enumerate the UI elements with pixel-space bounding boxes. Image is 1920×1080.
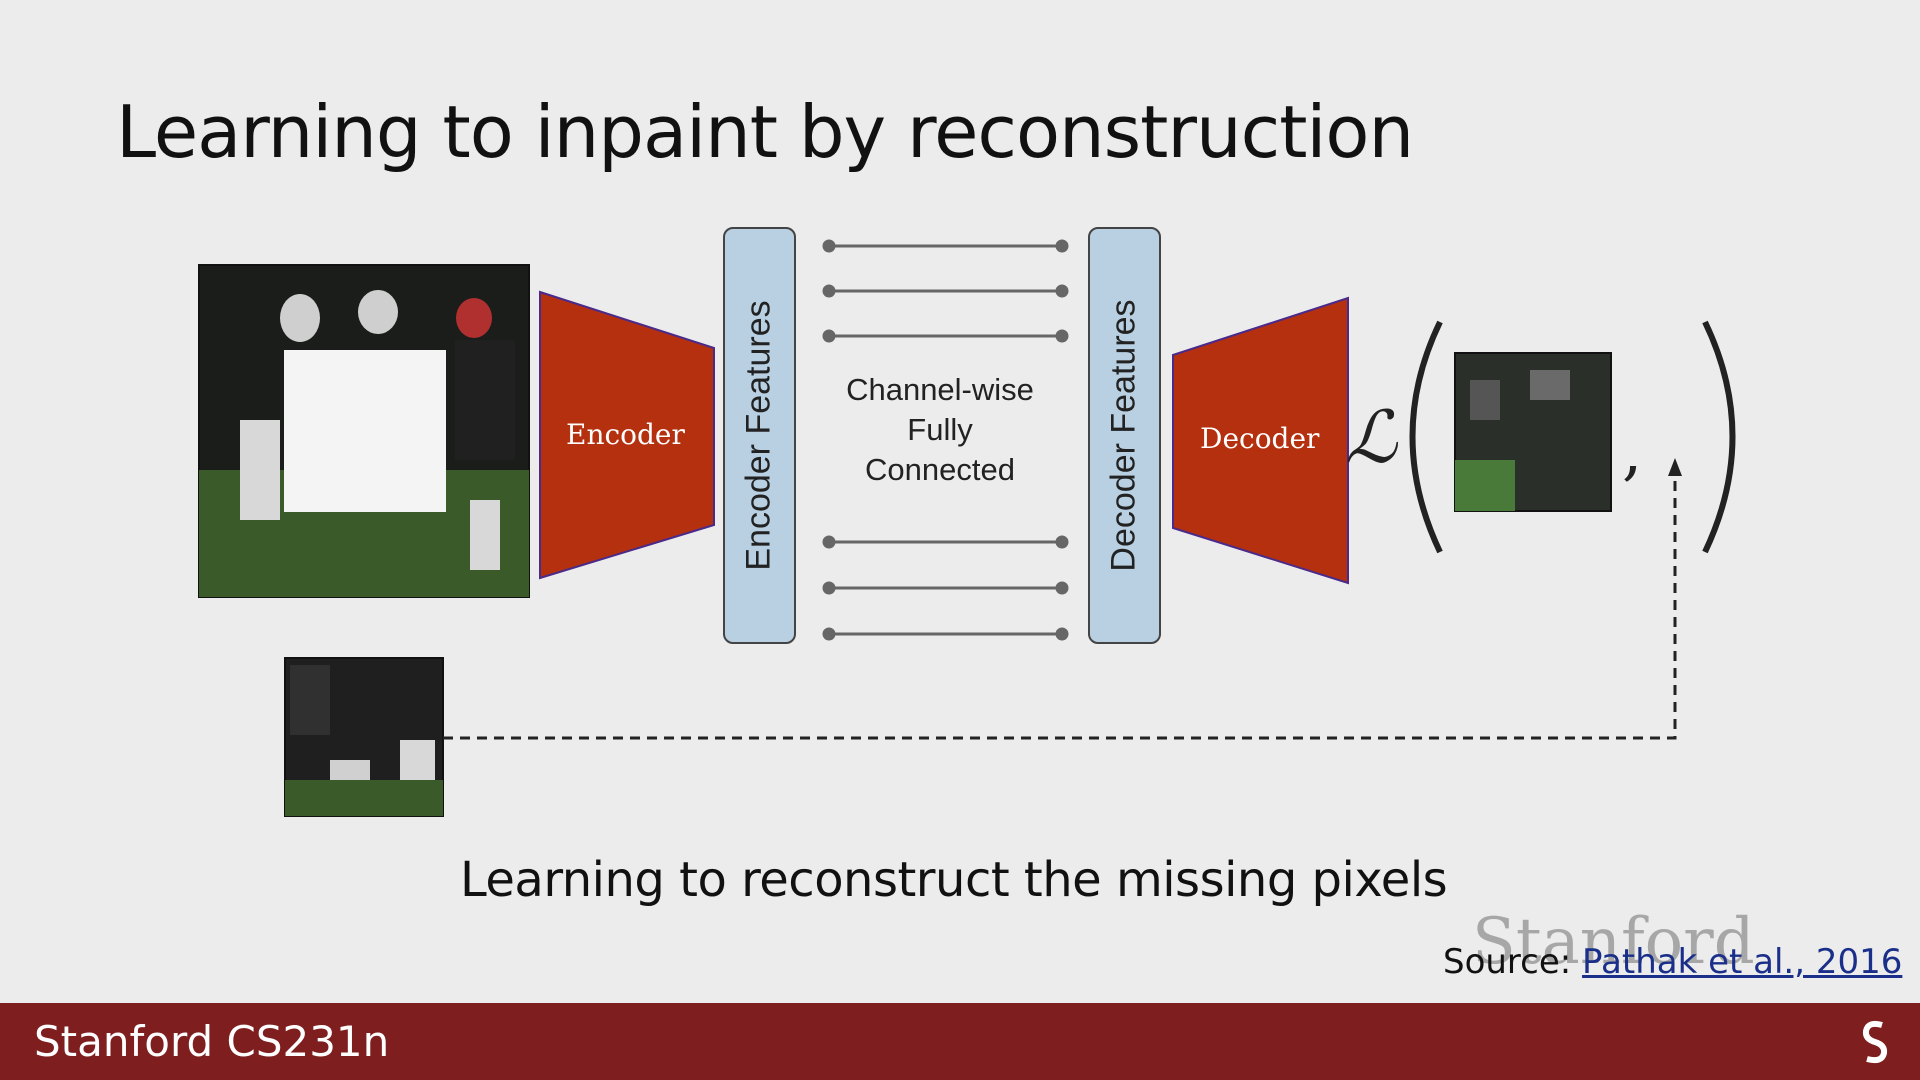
right-paren	[1705, 322, 1733, 552]
stanford-s-icon	[1860, 1019, 1890, 1065]
inpainting-diagram	[0, 0, 1920, 1000]
decoder-label: Decoder	[1200, 422, 1319, 455]
fc-label: Channel-wise Fully Connected	[820, 370, 1060, 490]
source-prefix: Source:	[1443, 942, 1582, 982]
footer-bar: Stanford CS231n	[0, 1003, 1920, 1080]
encoder-features-label: Encoder Features	[740, 271, 779, 601]
left-paren	[1413, 322, 1441, 552]
course-title: Stanford CS231n	[34, 1017, 389, 1066]
predicted-patch	[1455, 353, 1611, 511]
fc-line-2: Fully	[820, 410, 1060, 450]
slide-caption: Learning to reconstruct the missing pixe…	[460, 852, 1447, 908]
input-image-masked	[199, 265, 529, 597]
source-link[interactable]: Pathak et al., 2016	[1582, 942, 1902, 982]
loss-comma: ,	[1622, 415, 1642, 489]
loss-symbol: ℒ	[1345, 395, 1397, 479]
decoder-features-label: Decoder Features	[1105, 271, 1144, 601]
fc-line-3: Connected	[820, 450, 1060, 490]
ground-truth-patch	[285, 658, 443, 816]
fc-line-1: Channel-wise	[820, 370, 1060, 410]
encoder-label: Encoder	[566, 418, 685, 451]
source-citation: Source: Pathak et al., 2016	[1443, 942, 1902, 982]
arrow-head	[1668, 458, 1682, 476]
